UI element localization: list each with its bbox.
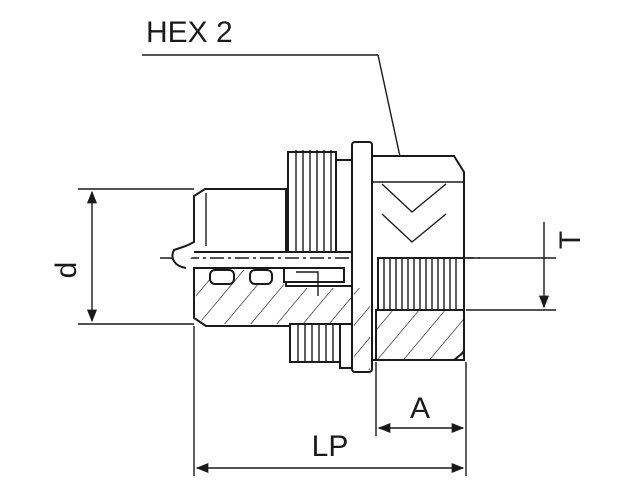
dim-d-label: d <box>50 262 83 279</box>
collar-bottom <box>339 323 353 369</box>
collar <box>335 159 353 253</box>
inner-step <box>296 271 319 296</box>
hex-label: HEX 2 <box>146 16 233 49</box>
hex-flat-mark <box>381 183 447 213</box>
inner-bore <box>283 267 345 283</box>
seal-ring-left <box>209 269 235 285</box>
dim-a-label: A <box>410 392 430 425</box>
external-thread-ridges-top <box>295 150 332 252</box>
internal-thread-ridges <box>383 258 457 310</box>
external-thread-ridges-bottom <box>297 324 334 362</box>
external-thread-top <box>287 151 337 253</box>
plug-cap-outline <box>171 188 287 269</box>
flange-hatch <box>354 288 370 370</box>
nut-lower-hatch <box>375 309 465 361</box>
hex-flat-mark-lower <box>381 213 447 243</box>
dim-t-label: T <box>554 231 587 249</box>
internal-thread <box>377 257 465 311</box>
dim-lp-label: LP <box>312 430 349 463</box>
seal-ring-mid <box>249 269 273 285</box>
